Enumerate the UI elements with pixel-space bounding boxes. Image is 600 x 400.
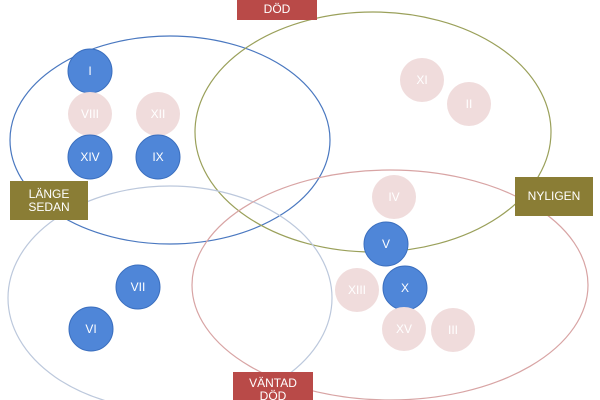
node-label: IX	[152, 150, 163, 164]
node-i: I	[67, 48, 113, 94]
node-circle	[447, 82, 491, 126]
node-circle	[68, 306, 114, 352]
node-ii: II	[447, 82, 491, 126]
node-label: III	[448, 323, 458, 337]
node-circle	[67, 134, 113, 180]
node-iii: III	[431, 308, 475, 352]
node-ix: IX	[135, 134, 181, 180]
node-circle	[431, 308, 475, 352]
node-xi: XI	[400, 58, 444, 102]
node-viii: VIII	[68, 92, 112, 136]
node-circle	[136, 92, 180, 136]
node-label: II	[466, 97, 473, 111]
node-iv: IV	[372, 175, 416, 219]
node-circle	[382, 307, 426, 351]
node-label: VI	[85, 322, 96, 336]
ellipse-bottom-right	[191, 169, 589, 400]
node-vi: VI	[68, 306, 114, 352]
node-x: X	[382, 265, 428, 311]
node-label: VII	[131, 280, 146, 294]
node-label: XII	[151, 107, 166, 121]
ellipse-top-right	[194, 11, 552, 253]
node-circle	[400, 58, 444, 102]
node-label: XI	[416, 73, 427, 87]
node-label: XIII	[348, 283, 366, 297]
node-label: I	[88, 64, 91, 78]
node-circle	[363, 221, 409, 267]
label-vantad-dod: VÄNTAD DÖD	[233, 372, 313, 400]
node-label: V	[382, 237, 390, 251]
label-nyligen: NYLIGEN	[515, 177, 593, 216]
node-circle	[135, 134, 181, 180]
node-xiv: XIV	[67, 134, 113, 180]
node-v: V	[363, 221, 409, 267]
ellipse-bottom-left	[7, 185, 333, 400]
node-label: VIII	[81, 107, 99, 121]
node-vii: VII	[115, 264, 161, 310]
node-label: X	[401, 281, 409, 295]
label-lange-sedan: LÄNGE SEDAN	[10, 181, 88, 220]
node-label: IV	[388, 190, 399, 204]
node-circle	[68, 92, 112, 136]
node-xv: XV	[382, 307, 426, 351]
node-label: XIV	[80, 150, 99, 164]
node-circle	[115, 264, 161, 310]
label-dod: DÖD	[237, 0, 317, 20]
node-xii: XII	[136, 92, 180, 136]
ellipse-top-left	[9, 35, 331, 245]
node-xiii: XIII	[335, 268, 379, 312]
node-label: XV	[396, 322, 412, 336]
node-circle	[372, 175, 416, 219]
node-circle	[335, 268, 379, 312]
